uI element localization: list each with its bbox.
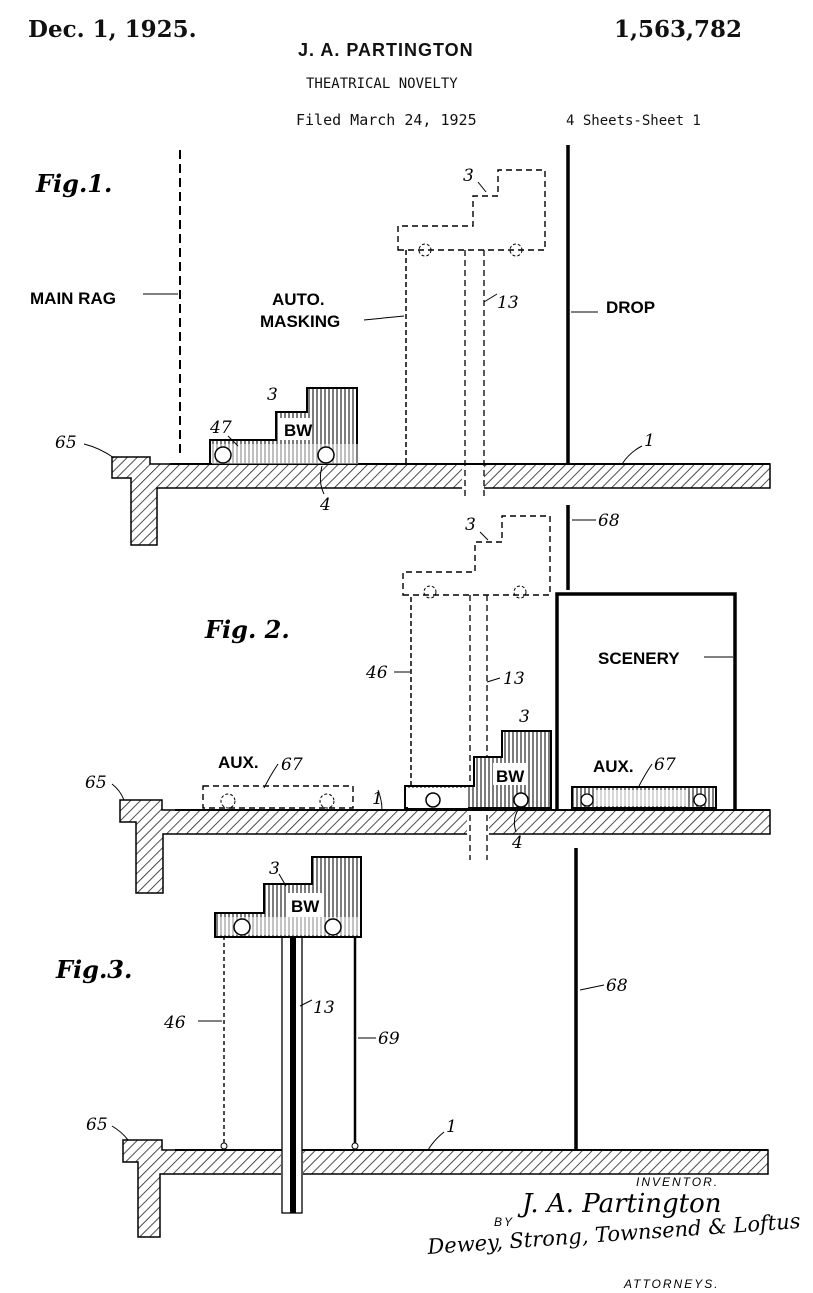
fig3-n3-leader	[278, 873, 287, 887]
fig2-n67-right-leader	[637, 763, 653, 789]
fig3-shaft-core	[290, 935, 296, 1213]
fig1-drop-label: DROP	[606, 298, 655, 317]
fig1-n13: 13	[497, 293, 519, 313]
fig2-scenery	[555, 592, 737, 810]
fig1-n47: 47	[209, 418, 232, 438]
fig3-n46: 46	[163, 1013, 186, 1033]
fig2-aux-left-label: AUX.	[218, 753, 259, 772]
fig3-n65-leader	[111, 1125, 129, 1141]
fig1-label: Fig.1.	[35, 169, 112, 198]
fig1-n65: 65	[55, 433, 77, 453]
fig2-n3-high: 3	[465, 515, 476, 535]
fig2-n4: 4	[511, 833, 523, 853]
fig2-n68: 68	[598, 511, 620, 531]
fig2-n13-leader	[486, 677, 501, 683]
fig1-auto-label-1: AUTO.	[272, 290, 325, 309]
fig2-n3-high-leader	[479, 531, 489, 541]
fig1-auto-label-2: MASKING	[260, 312, 340, 331]
inventor-name: J. A. PARTINGTON	[298, 40, 474, 60]
fig2-bandwagon	[404, 730, 552, 809]
fig2-n67-left-leader	[263, 763, 279, 789]
sheet-count: 4 Sheets-Sheet 1	[566, 113, 701, 129]
fig3-n1: 1	[446, 1117, 457, 1137]
filed-date: Filed March 24, 1925	[296, 111, 477, 129]
patent-date: Dec. 1, 1925.	[28, 16, 197, 43]
fig3-n3: 3	[269, 859, 280, 879]
fig2-label: Fig. 2.	[204, 615, 290, 644]
fig3-masking-foot	[220, 1142, 228, 1150]
fig1-n4-leader	[319, 465, 325, 495]
fig3-n13-leader	[299, 999, 313, 1007]
fig2-aux-wagon-left	[202, 785, 354, 809]
fig1-n3-low: 3	[267, 385, 278, 405]
inventor-caption: INVENTOR.	[636, 1175, 719, 1189]
attorneys-caption: ATTORNEYS.	[623, 1277, 720, 1291]
fig2-n1: 1	[372, 789, 383, 809]
by-caption: BY	[494, 1215, 514, 1229]
fig2-stage-floor	[119, 799, 771, 894]
fig1-n4: 4	[319, 495, 331, 515]
fig3-support-foot	[351, 1142, 359, 1150]
fig2-n65: 65	[85, 773, 107, 793]
fig1-stage-floor	[111, 456, 771, 546]
fig2-n3-low: 3	[519, 707, 530, 727]
fig2-n13: 13	[503, 669, 525, 689]
fig2-n67-left: 67	[281, 755, 303, 775]
signature-block: INVENTOR. J. A. Partington BY Dewey, Str…	[426, 1175, 802, 1291]
fig2-scenery-label: SCENERY	[598, 649, 680, 668]
inventor-signature: J. A. Partington	[517, 1189, 722, 1219]
fig1-n1-leader	[621, 445, 643, 465]
fig1-bw-label: BW	[284, 421, 313, 440]
fig2-aux-left-wheel-2	[319, 793, 335, 809]
fig1-raised-wheel-2	[509, 243, 523, 257]
fig1-raised-wheel-1	[418, 243, 432, 257]
figure-3: Fig.3. 13 46 69 68	[55, 848, 769, 1238]
fig1-n65-leader	[83, 443, 115, 459]
fig3-n68-leader	[579, 984, 605, 991]
fig1-n3-high-leader	[477, 181, 487, 193]
fig3-bandwagon	[214, 856, 362, 938]
figure-1: Fig.1. MAIN RAG AUTO. MASKING 13	[30, 145, 771, 546]
fig3-n69: 69	[378, 1029, 400, 1049]
fig1-bandwagon-raised	[397, 169, 546, 251]
figure-2: Fig. 2. 13 3 46 68	[85, 505, 771, 894]
patent-number: 1,563,782	[614, 16, 743, 43]
fig2-bandwagon-raised	[402, 515, 551, 596]
fig1-main-rag-label: MAIN RAG	[30, 289, 116, 308]
fig3-n13: 13	[313, 998, 335, 1018]
fig3-label: Fig.3.	[55, 955, 132, 984]
fig3-n65: 65	[86, 1115, 108, 1135]
fig1-n13-leader	[483, 293, 498, 303]
fig1-bandwagon	[209, 387, 358, 465]
fig1-n1: 1	[644, 431, 655, 451]
fig1-n3-high: 3	[463, 166, 474, 186]
fig2-raised-wheel-1	[423, 585, 437, 599]
fig2-aux-left-wheel-1	[220, 793, 236, 809]
fig2-aux-right-label: AUX.	[593, 757, 634, 776]
fig2-raised-wheel-2	[513, 585, 527, 599]
fig2-n67-right: 67	[654, 755, 676, 775]
fig3-n1-leader	[427, 1131, 445, 1151]
fig3-bw-label: BW	[291, 897, 320, 916]
fig2-bw-label: BW	[496, 767, 525, 786]
fig2-n4-leader	[513, 809, 519, 833]
fig2-aux-wagon-right	[571, 786, 717, 809]
fig2-n65-leader	[111, 783, 125, 801]
fig1-auto-masking-leader	[363, 315, 405, 321]
patent-title: THEATRICAL NOVELTY	[306, 76, 458, 92]
fig2-n1-leader	[377, 789, 383, 811]
fig3-n68: 68	[606, 976, 628, 996]
fig1-n47-leader	[227, 435, 239, 447]
fig2-n46: 46	[365, 663, 388, 683]
